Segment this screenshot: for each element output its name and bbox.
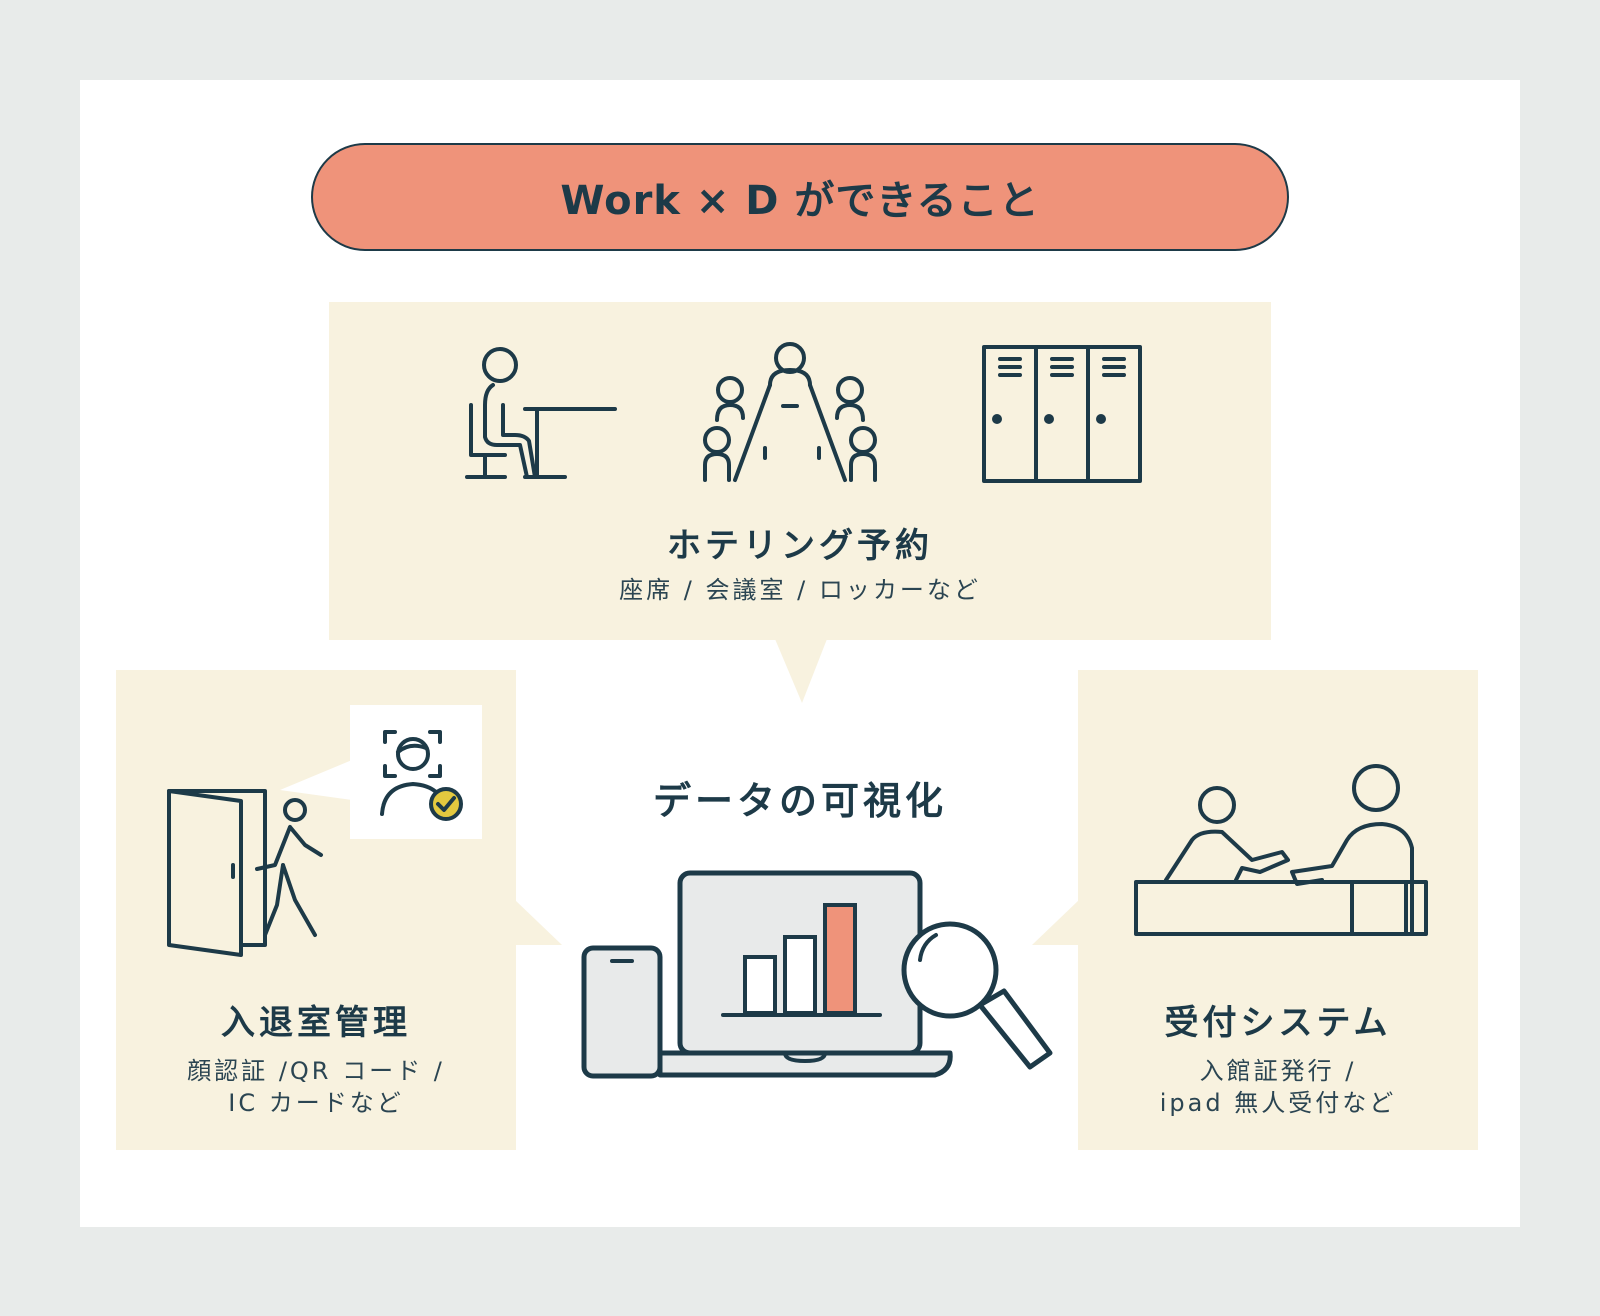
access-subtitle-2: IC カードなど	[228, 1089, 404, 1117]
locker-icon	[982, 345, 1142, 483]
reception-subtitle-1: 入館証発行 /	[1199, 1057, 1357, 1085]
header-banner: Work × D ができること	[311, 143, 1289, 251]
reception-title: 受付システム	[1164, 1003, 1392, 1043]
hoteling-title: ホテリング予約	[667, 526, 933, 566]
access-title: 入退室管理	[221, 1003, 411, 1043]
access-subtitle-1: 顔認証 /QR コード /	[187, 1057, 445, 1085]
header-title: Work × D ができること	[560, 178, 1040, 224]
reception-subtitle-2: ipad 無人受付など	[1159, 1089, 1397, 1117]
face-id-bubble	[350, 705, 482, 839]
data-visualization-icon	[581, 870, 1053, 1079]
face-recognition-icon	[380, 730, 463, 821]
bubble-pointer	[280, 760, 352, 800]
door-walk-icon	[167, 789, 323, 957]
desk-seat-icon	[465, 347, 617, 479]
reception-desk-icon	[1134, 764, 1428, 936]
hoteling-subtitle: 座席 / 会議室 / ロッカーなど	[619, 576, 981, 604]
data-visualization-title: データの可視化	[652, 779, 947, 823]
meeting-room-icon	[703, 342, 877, 482]
